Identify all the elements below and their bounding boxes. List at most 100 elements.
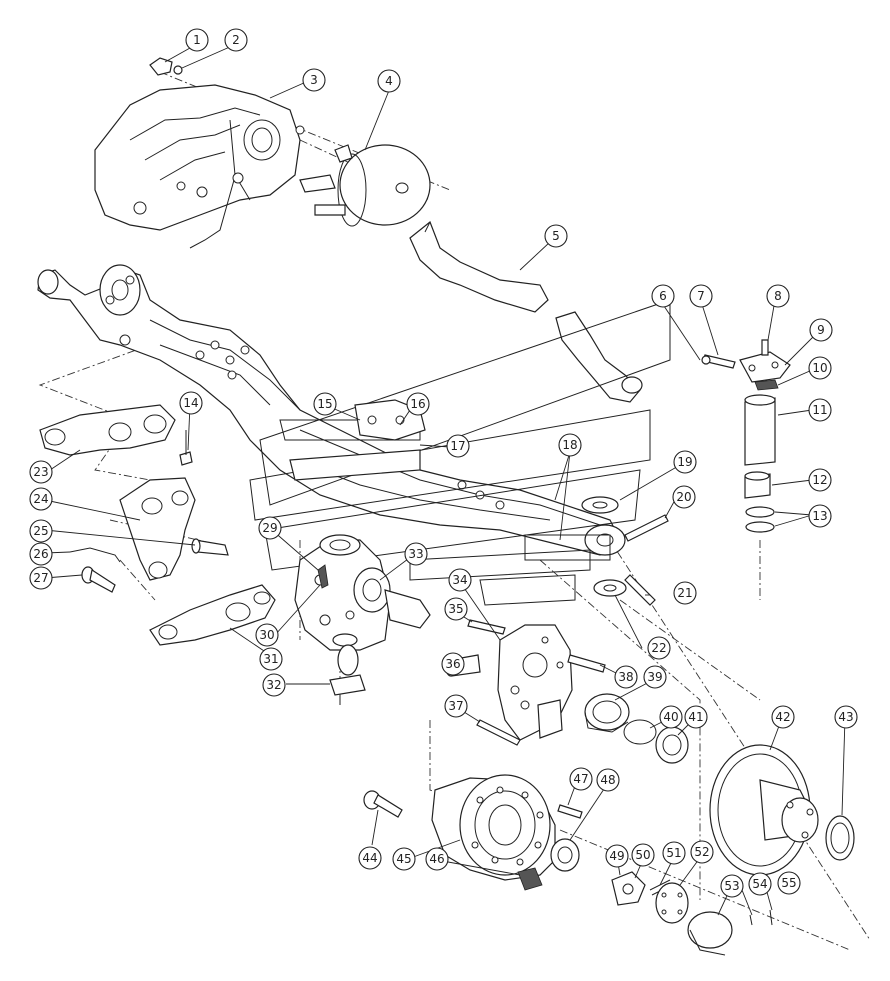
callout-number: 5	[552, 229, 560, 243]
callout-43: 43	[834, 705, 858, 729]
callout-53: 53	[720, 874, 744, 898]
kingpin-11	[744, 394, 776, 466]
callout-number: 14	[183, 396, 198, 410]
callout-circle	[358, 846, 382, 870]
hub-cap-53	[687, 911, 733, 956]
callout-number: 15	[317, 397, 332, 411]
callout-47: 47	[569, 767, 593, 791]
callout-number: 10	[812, 361, 827, 375]
steering-knuckle	[294, 534, 431, 705]
bolt-14	[179, 430, 193, 466]
callout-4: 4	[377, 69, 401, 93]
callout-number: 49	[609, 849, 624, 863]
callout-circle	[684, 705, 708, 729]
callout-2: 2	[224, 28, 248, 52]
bearing-41	[655, 726, 689, 764]
screws-54-55	[749, 909, 773, 926]
pin-20	[624, 514, 669, 542]
bushing-12	[744, 471, 771, 499]
callout-52: 52	[690, 840, 714, 864]
callout-34: 34	[448, 568, 472, 592]
bolt-27	[81, 566, 116, 593]
callout-circle	[809, 318, 833, 342]
callout-17: 17	[446, 434, 470, 458]
callout-41: 41	[684, 705, 708, 729]
callout-number: 27	[33, 571, 48, 585]
thrust-washer-19	[581, 496, 619, 514]
callout-circle	[808, 398, 832, 422]
callout-circle	[392, 847, 416, 871]
bolt-35	[467, 619, 506, 635]
callout-number: 43	[838, 710, 853, 724]
callout-38: 38	[614, 665, 638, 689]
callout-22: 22	[647, 636, 671, 660]
callout-number: 41	[688, 710, 703, 724]
spindle-nut-49-50	[611, 871, 646, 906]
callout-circle	[643, 665, 667, 689]
callout-number: 20	[676, 490, 691, 504]
callout-39: 39	[643, 665, 667, 689]
callout-circle	[446, 434, 470, 458]
callout-14: 14	[179, 391, 203, 415]
callout-48: 48	[596, 768, 620, 792]
pin-21	[624, 574, 656, 606]
steering-arm-23	[39, 404, 176, 456]
callout-circle	[771, 705, 795, 729]
callout-1: 1	[185, 28, 209, 52]
callout-number: 55	[781, 876, 796, 890]
callout-circle	[444, 694, 468, 718]
callout-number: 34	[452, 573, 467, 587]
callout-number: 40	[663, 710, 678, 724]
callout-12: 12	[808, 468, 832, 492]
callout-circle	[659, 705, 683, 729]
bolt-38	[567, 654, 606, 673]
callout-number: 54	[752, 877, 767, 891]
callout-8: 8	[766, 284, 790, 308]
callout-circle	[259, 647, 283, 671]
callout-36: 36	[441, 652, 465, 676]
callout-42: 42	[771, 705, 795, 729]
callout-circle	[605, 844, 629, 868]
callout-circle	[262, 673, 286, 697]
wheel-bolt-44	[363, 790, 403, 818]
callout-number: 8	[774, 289, 782, 303]
callout-number: 2	[232, 33, 240, 47]
callout-number: 44	[362, 851, 377, 865]
callout-number: 17	[450, 439, 465, 453]
bearing-cone-48	[550, 838, 580, 872]
callout-circle	[29, 519, 53, 543]
callout-circle	[808, 504, 832, 528]
callout-circle	[313, 392, 337, 416]
kingpin-cover-9	[739, 339, 791, 383]
callout-19: 19	[673, 450, 697, 474]
gasket-10	[754, 379, 779, 391]
callout-number: 3	[310, 73, 318, 87]
callout-21: 21	[673, 581, 697, 605]
brake-chamber	[299, 144, 431, 227]
callout-number: 46	[429, 852, 444, 866]
callout-11: 11	[808, 398, 832, 422]
callout-number: 29	[262, 521, 277, 535]
bleed-screw-cap	[149, 57, 183, 76]
bolt-25	[191, 538, 229, 556]
nut-46	[517, 867, 543, 891]
callout-3: 3	[302, 68, 326, 92]
callout-circle	[647, 636, 671, 660]
callout-circle	[614, 665, 638, 689]
callout-number: 32	[266, 678, 281, 692]
callout-circle	[690, 840, 714, 864]
clamp-plate	[289, 399, 426, 481]
callout-circle	[808, 356, 832, 380]
callout-30: 30	[255, 623, 279, 647]
callout-18: 18	[558, 433, 582, 457]
callout-31: 31	[259, 647, 283, 671]
callout-number: 7	[697, 289, 705, 303]
callout-circle	[569, 767, 593, 791]
callout-number: 11	[812, 403, 827, 417]
callout-number: 30	[259, 628, 274, 642]
callout-27: 27	[29, 566, 53, 590]
callout-circle	[258, 516, 282, 540]
callout-circle	[777, 871, 801, 895]
